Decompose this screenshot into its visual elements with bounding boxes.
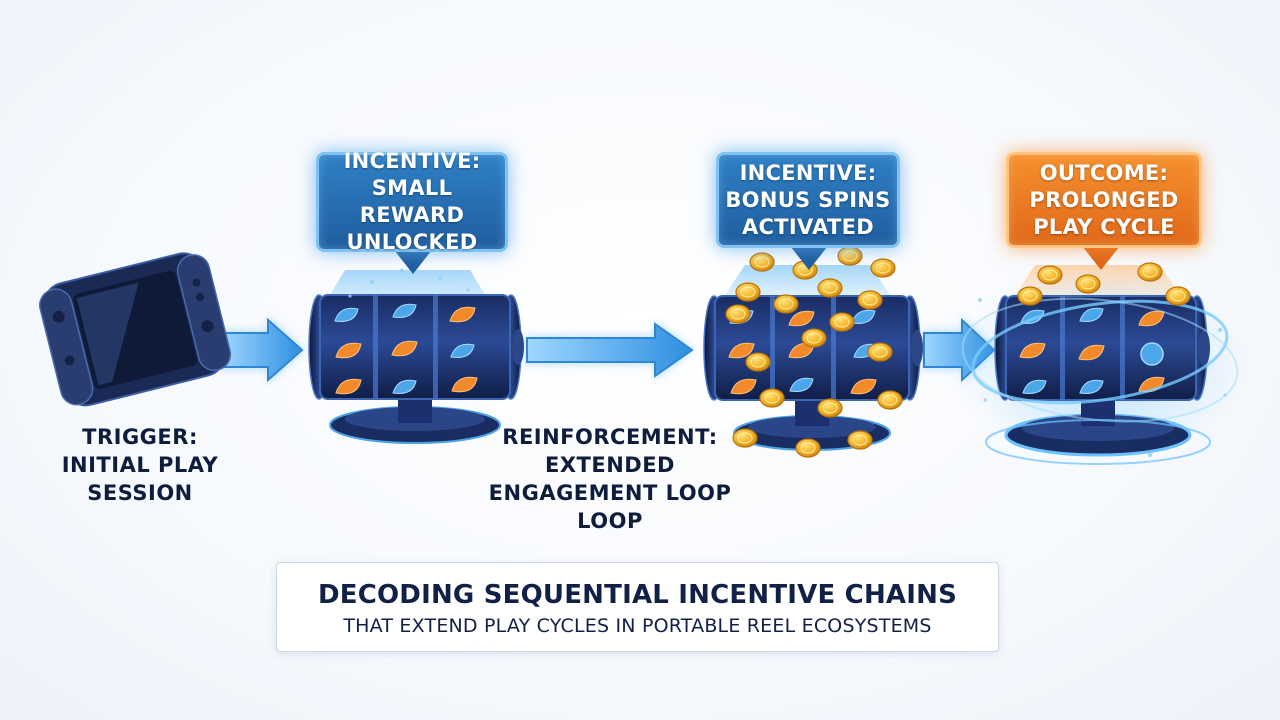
reinforcement-label: REINFORCEMENT: EXTENDED ENGAGEMENT LOOP …: [470, 423, 750, 535]
incentive-bonus-spins-bubble: INCENTIVE: BONUS SPINS ACTIVATED: [716, 152, 900, 248]
diagram-subtitle: THAT EXTEND PLAY CYCLES IN PORTABLE REEL…: [343, 615, 932, 637]
caption-box: DECODING SEQUENTIAL INCENTIVE CHAINS THA…: [276, 562, 999, 652]
incentive-small-reward-bubble: INCENTIVE: SMALL REWARD UNLOCKED: [316, 149, 508, 254]
diagram-title: DECODING SEQUENTIAL INCENTIVE CHAINS: [317, 580, 957, 610]
bubble-line: BONUS SPINS: [725, 187, 891, 212]
label-line: ENGAGEMENT LOOP: [488, 481, 732, 505]
bubble-line: UNLOCKED: [346, 230, 478, 254]
slot-reel-icon: [955, 270, 1245, 465]
slot-reel-icon: [308, 294, 524, 444]
bubble-line: PROLONGED: [1029, 187, 1179, 212]
flow-arrow-icon: [525, 320, 695, 380]
flow-arrow-icon: [220, 316, 305, 384]
sparkle-decoration: [348, 268, 1227, 457]
label-line: INITIAL PLAY: [61, 453, 219, 477]
bubble-line: OUTCOME:: [1039, 160, 1169, 185]
bubble-line: INCENTIVE:: [739, 160, 877, 185]
bubble-line: ACTIVATED: [741, 214, 875, 239]
handheld-console-icon: [39, 252, 232, 407]
bubble-line: SMALL REWARD: [359, 176, 465, 227]
label-line: EXTENDED: [545, 453, 675, 477]
label-line: LOOP: [577, 509, 643, 533]
label-line: REINFORCEMENT:: [502, 425, 718, 449]
bubble-line: INCENTIVE:: [343, 149, 481, 173]
outcome-bubble: OUTCOME: PROLONGED PLAY CYCLE: [1006, 152, 1202, 248]
trigger-label: TRIGGER: INITIAL PLAY SESSION: [50, 423, 230, 507]
bubble-line: PLAY CYCLE: [1033, 214, 1175, 239]
label-line: TRIGGER:: [82, 425, 198, 449]
label-line: SESSION: [87, 481, 193, 505]
